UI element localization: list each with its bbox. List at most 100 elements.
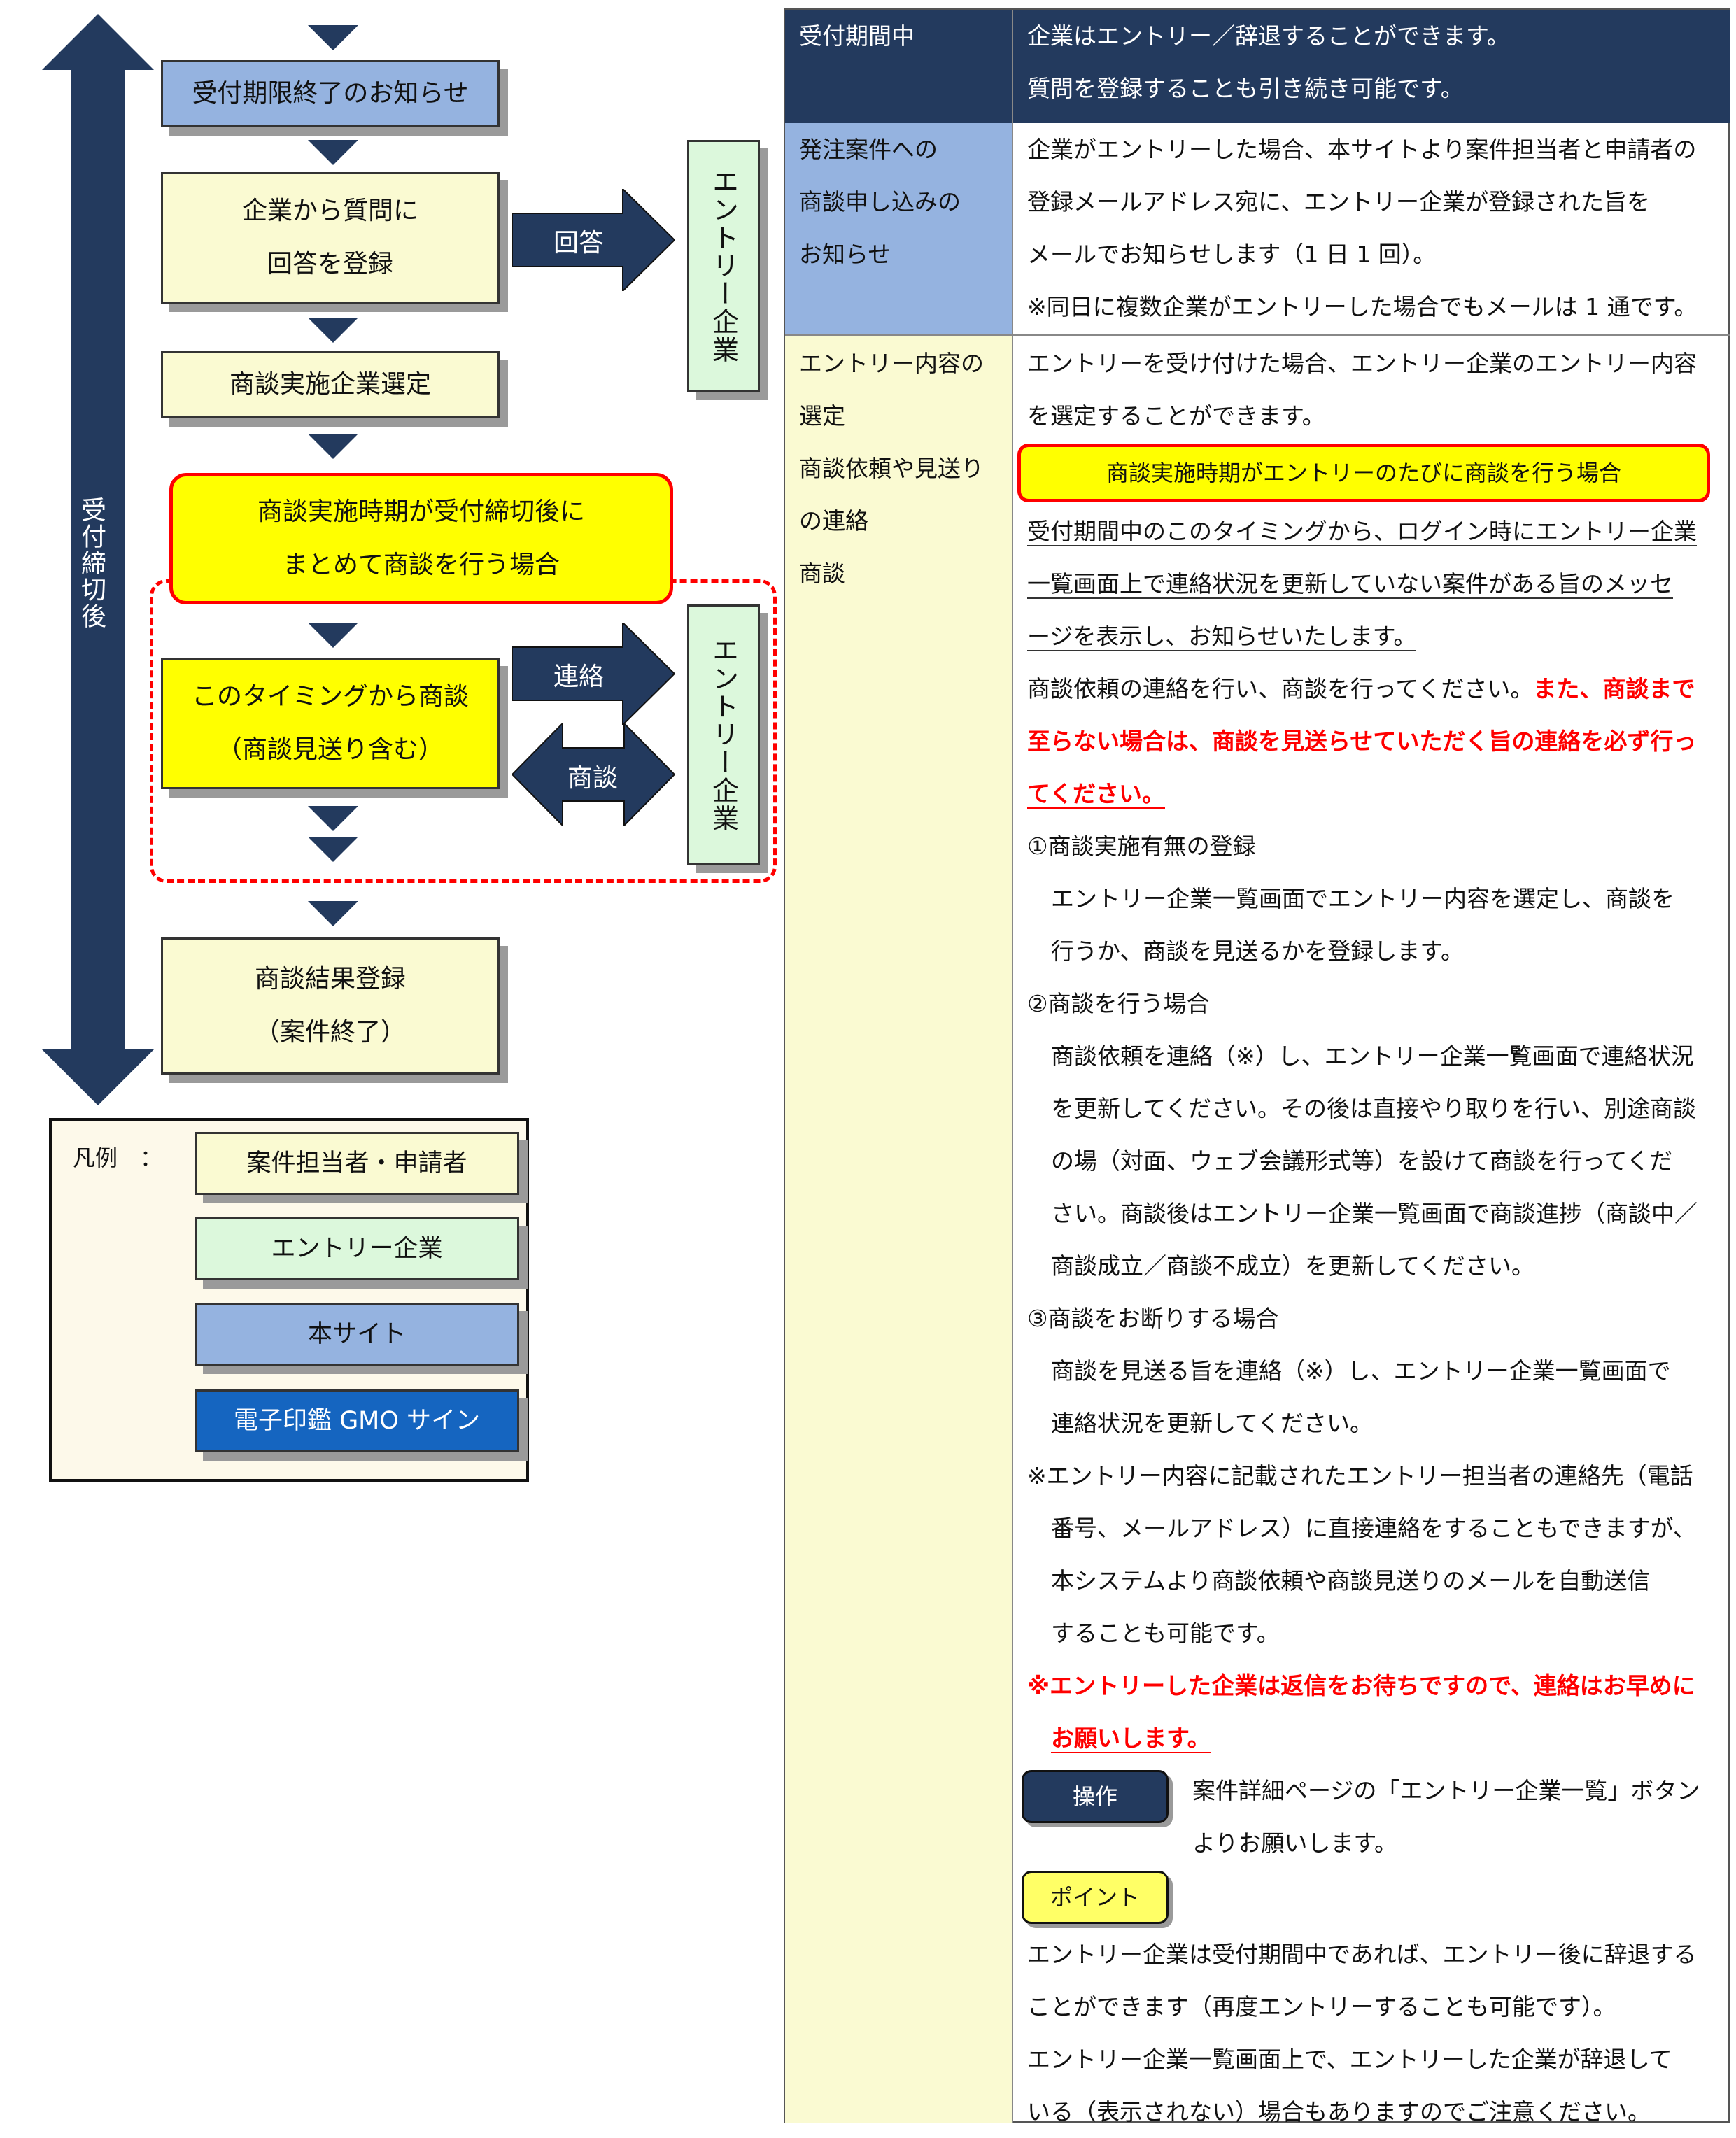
row3-contact-red-3: てください。 <box>1027 780 1166 809</box>
entry-company-box-2: エントリー企業 <box>687 604 760 865</box>
down-arrow-icon <box>308 25 358 50</box>
row3-contact-normal: 商談依頼の連絡を行い、商談を行ってください。 <box>1027 675 1534 702</box>
row3-label-4: の連絡 <box>799 507 868 534</box>
legend-item-entry-company: エントリー企業 <box>195 1217 519 1280</box>
row3-label-cell: エントリー内容の 選定 商談依頼や見送り の連絡 商談 <box>785 334 1013 2123</box>
row3-yellow-case-box: 商談実施時期がエントリーのたびに商談を行う場合 <box>1017 444 1710 502</box>
row3-red-note-1: ※エントリーした企業は返信をお待ちですので、連絡はお早めに <box>1027 1672 1695 1699</box>
row3-contact-red-2: 至らない場合は、商談を見送らせていただく旨の連絡を必ず行っ <box>1027 728 1697 755</box>
down-arrow-icon <box>308 837 358 862</box>
legend-item-requester-label: 案件担当者・申請者 <box>246 1149 467 1177</box>
deadline-notice-box: 受付期限終了のお知らせ <box>161 60 500 127</box>
legend-item-gmo-sign: 電子印鑑 GMO サイン <box>195 1389 519 1452</box>
row3-item2-line-4: さい。商談後はエントリー企業一覧画面で商談進捗（商談中／ <box>1051 1200 1698 1227</box>
row2-line-1: 企業がエントリーした場合、本サイトより案件担当者と申請者の <box>1027 136 1697 163</box>
entry-company-box-1: エントリー企業 <box>687 140 760 392</box>
row2-label-1: 発注案件への <box>799 136 938 163</box>
legend-title: 凡例 ： <box>73 1145 163 1171</box>
down-arrow-icon <box>308 140 358 165</box>
row2-line-3: メールでお知らせします（1 日 1 回）。 <box>1027 241 1437 268</box>
select-company-text: 商談実施企業選定 <box>229 370 431 399</box>
timing-negotiation-box: このタイミングから商談 （商談見送り含む） <box>161 658 500 789</box>
row3-item3-title: ③商談をお断りする場合 <box>1027 1305 1279 1332</box>
legend-item-gmo-sign-label: 電子印鑑 GMO サイン <box>233 1407 481 1435</box>
result-register-line-2: （案件終了） <box>254 1018 406 1047</box>
row3-item3-line-1: 商談を見送る旨を連絡（※）し、エントリー企業一覧画面で <box>1051 1357 1671 1385</box>
row3-item1-title: ①商談実施有無の登録 <box>1027 833 1256 860</box>
down-arrow-icon <box>308 318 358 343</box>
timing-negotiation-line-2: （商談見送り含む） <box>216 735 444 764</box>
deadline-notice-text: 受付期限終了のお知らせ <box>192 79 469 108</box>
row2-label-cell: 発注案件への 商談申し込みの お知らせ <box>785 123 1013 334</box>
row3-label-2: 選定 <box>799 402 845 430</box>
contact-right-arrow <box>512 623 675 725</box>
after-deadline-line-1: 商談実施時期が受付締切後に <box>257 497 585 526</box>
row3-note-line-2: 本システムより商談依頼や商談見送りのメールを自動送信 <box>1051 1567 1651 1594</box>
side-arrow-label: 受付締切後 <box>77 497 106 630</box>
row3-item2-line-3: の場（対面、ウェブ会議形式等）を設けて商談を行ってくだ <box>1051 1147 1673 1175</box>
row1-line-2: 質問を登録することも引き続き可能です。 <box>1027 75 1464 102</box>
after-deadline-line-2: まとめて商談を行う場合 <box>282 551 560 579</box>
row3-note-line-1: 番号、メールアドレス）に直接連絡をすることもできますが、 <box>1051 1515 1697 1542</box>
point-line-4: いる（表示されない）場合もありますのでご注意ください。 <box>1027 2098 1651 2125</box>
row3-item3-line-2: 連絡状況を更新してください。 <box>1051 1410 1374 1437</box>
point-badge-label: ポイント <box>1050 1883 1140 1911</box>
row3-item2-line-2: を更新してください。その後は直接やり取りを行い、別途商談 <box>1051 1095 1697 1122</box>
result-register-box: 商談結果登録 （案件終了） <box>161 937 500 1075</box>
down-arrow-icon <box>308 806 358 831</box>
row3-label-1: エントリー内容の <box>799 350 984 377</box>
legend-item-this-site-label: 本サイト <box>307 1320 406 1348</box>
legend-item-requester: 案件担当者・申請者 <box>195 1132 519 1195</box>
row3-intro-2: を選定することができます。 <box>1027 402 1325 430</box>
contact-label: 連絡 <box>553 663 604 691</box>
point-line-2: ことができます（再度エントリーすることも可能です）。 <box>1027 1993 1616 2020</box>
select-company-box: 商談実施企業選定 <box>161 351 500 418</box>
row2-label-3: お知らせ <box>799 241 891 268</box>
point-line-1: エントリー企業は受付期間中であれば、エントリー後に辞退する <box>1027 1941 1697 1968</box>
row1-line-1: 企業はエントリー／辞退することができます。 <box>1027 22 1510 50</box>
row3-item1-line-2: 行うか、商談を見送るかを登録します。 <box>1051 937 1465 965</box>
question-answer-box: 企業から質問に 回答を登録 <box>161 172 500 304</box>
row2-label-2: 商談申し込みの <box>799 188 961 215</box>
point-line-3: エントリー企業一覧画面上で、エントリーした企業が辞退して <box>1027 2046 1672 2073</box>
answer-right-arrow <box>512 189 675 291</box>
info-table: 受付期間中 企業はエントリー／辞退することができます。 質問を登録することも引き… <box>784 8 1730 2125</box>
negotiation-double-arrow <box>512 723 675 826</box>
legend-panel: 凡例 ： 案件担当者・申請者 エントリー企業 本サイト 電子印鑑 GMO サイン <box>49 1118 529 1482</box>
timing-negotiation-line-1: このタイミングから商談 <box>191 682 469 711</box>
row1-label: 受付期間中 <box>799 22 915 50</box>
legend-item-entry-company-label: エントリー企業 <box>271 1235 443 1263</box>
row3-label-3: 商談依頼や見送り <box>799 455 984 482</box>
negotiation-label: 商談 <box>567 764 618 793</box>
legend-item-this-site: 本サイト <box>195 1303 519 1366</box>
row3-yellow-case-text: 商談実施時期がエントリーのたびに商談を行う場合 <box>1106 459 1621 486</box>
down-arrow-icon <box>308 623 358 648</box>
row1-content-cell: 企業はエントリー／辞退することができます。 質問を登録することも引き続き可能です… <box>1013 10 1730 123</box>
entry-company-label-2: エントリー企業 <box>707 637 739 833</box>
answer-label: 回答 <box>553 229 604 257</box>
row3-note-first: ※エントリー内容に記載されたエントリー担当者の連絡先（電話 <box>1027 1462 1693 1489</box>
row3-label-5: 商談 <box>799 560 845 587</box>
point-badge: ポイント <box>1022 1871 1169 1924</box>
row2-line-4: ※同日に複数企業がエントリーした場合でもメールは 1 通です。 <box>1027 293 1698 320</box>
row3-underlined-2: 一覧画面上で連絡状況を更新していない案件がある旨のメッセ <box>1027 570 1674 599</box>
row3-red-note-2: お願いします。 <box>1051 1725 1211 1753</box>
row3-content-cell: エントリーを受け付けた場合、エントリー企業のエントリー内容 を選定することができ… <box>1013 334 1730 2125</box>
result-register-line-1: 商談結果登録 <box>254 965 406 993</box>
down-arrow-icon <box>308 901 358 926</box>
operation-text-2: よりお願いします。 <box>1192 1829 1398 1857</box>
row3-item2-line-1: 商談依頼を連絡（※）し、エントリー企業一覧画面で連絡状況 <box>1051 1042 1694 1070</box>
question-answer-line-1: 企業から質問に <box>241 197 418 225</box>
operation-text-1: 案件詳細ページの「エントリー企業一覧」ボタン <box>1192 1777 1700 1804</box>
row3-item2-title: ②商談を行う場合 <box>1027 990 1210 1017</box>
row3-item2-line-5: 商談成立／商談不成立）を更新してください。 <box>1051 1252 1535 1280</box>
operation-button-label: 操作 <box>1072 1783 1117 1810</box>
entry-company-label-1: エントリー企業 <box>707 168 739 364</box>
operation-button[interactable]: 操作 <box>1022 1770 1169 1823</box>
row2-line-2: 登録メールアドレス宛に、エントリー企業が登録された旨を <box>1027 188 1651 215</box>
down-arrow-icon <box>308 434 358 459</box>
row3-item1-line-1: エントリー企業一覧画面でエントリー内容を選定し、商談を <box>1051 885 1674 912</box>
after-deadline-case-box: 商談実施時期が受付締切後に まとめて商談を行う場合 <box>169 473 673 604</box>
deadline-period-double-arrow <box>42 14 154 1105</box>
row1-label-cell: 受付期間中 <box>785 10 1013 123</box>
